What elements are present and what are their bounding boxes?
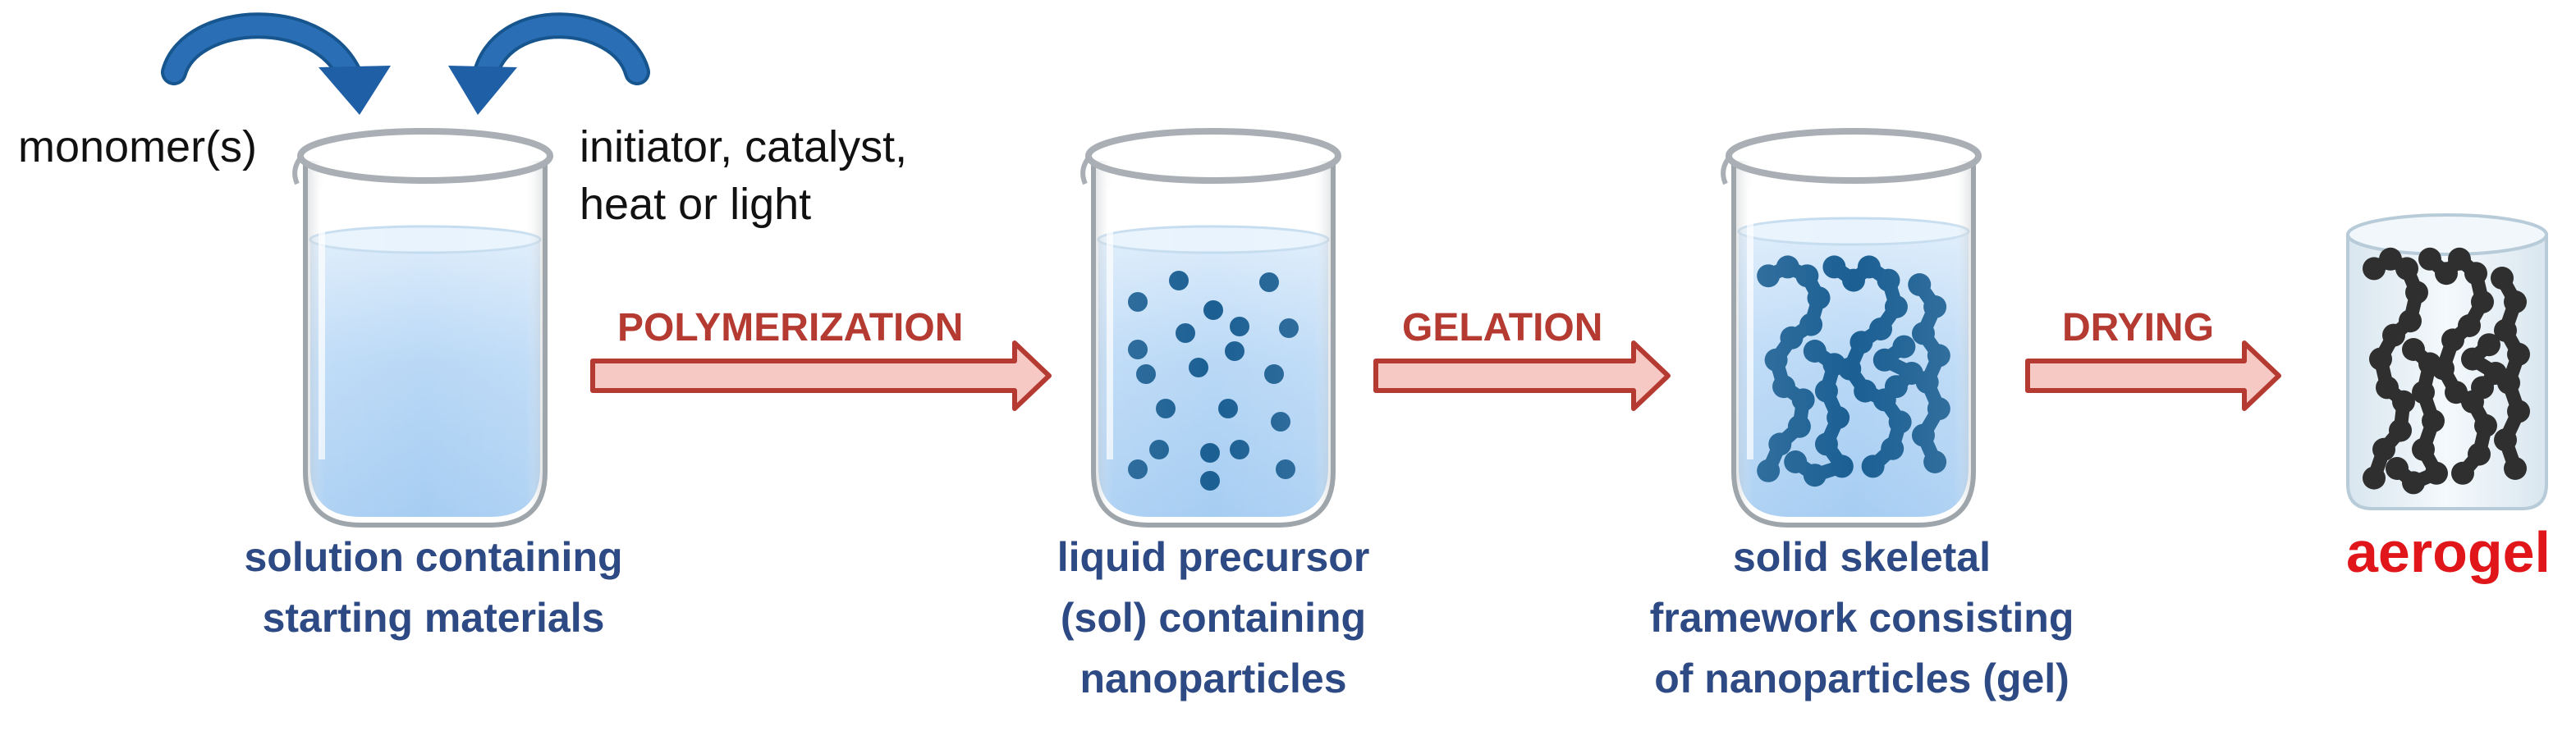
- aerogel-particle: [2504, 290, 2527, 313]
- aerogel-particle: [2402, 471, 2425, 495]
- aerogel-particle: [2386, 457, 2409, 480]
- caption-sol-line1: liquid precursor: [1057, 534, 1370, 580]
- caption-sol: liquid precursor (sol) containing nanopa…: [959, 527, 1468, 709]
- aerogel-particle: [2477, 333, 2500, 357]
- initiator-label-line2: heat or light: [580, 180, 812, 229]
- gelation-arrow: [1373, 340, 1671, 411]
- aerogel-particle: [2471, 290, 2494, 313]
- caption-sol-line2: (sol) containing: [1060, 595, 1367, 641]
- caption-solution-line2: starting materials: [262, 595, 605, 641]
- step-label-polymerization: POLYMERIZATION: [617, 306, 964, 350]
- aerogel-particle: [2474, 413, 2497, 437]
- aerogel-particle: [2504, 457, 2527, 480]
- aerogel-particle: [2369, 347, 2392, 371]
- aerogel-particle: [2422, 409, 2445, 432]
- aerogel-particle: [2376, 376, 2399, 400]
- polymerization-arrow: [590, 340, 1052, 411]
- caption-solution-line1: solution containing: [244, 534, 623, 580]
- monomer-input-arrow: [161, 12, 391, 115]
- aerogel-particle: [2468, 442, 2491, 466]
- step-label-gelation: GELATION: [1402, 306, 1603, 350]
- aerogel-particle: [2494, 318, 2517, 342]
- aerogel-particle: [2405, 281, 2428, 304]
- aerogel-particle: [2494, 428, 2517, 452]
- monomer-label: monomer(s): [18, 122, 258, 171]
- beaker-gel: [1721, 128, 1982, 528]
- step-label-drying: DRYING: [2062, 306, 2214, 350]
- aerogel-particle: [2412, 437, 2435, 461]
- aerogel-particle: [2392, 390, 2415, 413]
- aerogel-particle: [2507, 342, 2530, 366]
- initiator-input-arrow: [448, 12, 650, 115]
- aerogel-particle: [2471, 376, 2494, 400]
- aerogel-particle: [2412, 381, 2435, 404]
- aerogel-particle: [2418, 247, 2441, 271]
- aerogel-particle: [2458, 314, 2481, 337]
- beaker-solution: [292, 128, 553, 528]
- drying-arrow: [2025, 340, 2281, 411]
- aerogel-particle: [2448, 247, 2471, 271]
- beaker-sol: [1080, 128, 1341, 528]
- aerogel-particle: [2464, 262, 2487, 286]
- aerogel-particle: [2395, 257, 2418, 281]
- aerogel-network: [2363, 247, 2530, 495]
- aerogel-particle: [2461, 347, 2484, 371]
- caption-gel: solid skeletal framework consisting of n…: [1574, 527, 2149, 709]
- aerogel-label: aerogel: [2346, 520, 2551, 584]
- aerogel-particle: [2451, 461, 2474, 485]
- caption-gel-line2: framework consisting: [1649, 595, 2074, 641]
- aerogel-particle: [2402, 338, 2425, 361]
- aerogel-particle: [2389, 418, 2412, 442]
- aerogel-particle: [2425, 461, 2448, 485]
- caption-gel-line1: solid skeletal: [1732, 534, 1992, 580]
- aerogel-particle: [2363, 466, 2386, 490]
- aerogel-monolith: [2346, 213, 2548, 510]
- caption-sol-line3: nanoparticles: [1079, 656, 1347, 701]
- initiator-label-line1: initiator, catalyst,: [580, 122, 908, 171]
- caption-solution: solution containing starting materials: [179, 527, 688, 648]
- aerogel-particle: [2418, 352, 2441, 376]
- aerogel-particle: [2399, 309, 2422, 333]
- caption-gel-line3: of nanoparticles (gel): [1654, 656, 2070, 701]
- aerogel-particle: [2507, 400, 2530, 423]
- aerogel-particle: [2382, 323, 2405, 347]
- aerogel-particle: [2441, 328, 2464, 352]
- aerogel-particle: [2372, 437, 2395, 461]
- aerogel-particle: [2491, 267, 2514, 290]
